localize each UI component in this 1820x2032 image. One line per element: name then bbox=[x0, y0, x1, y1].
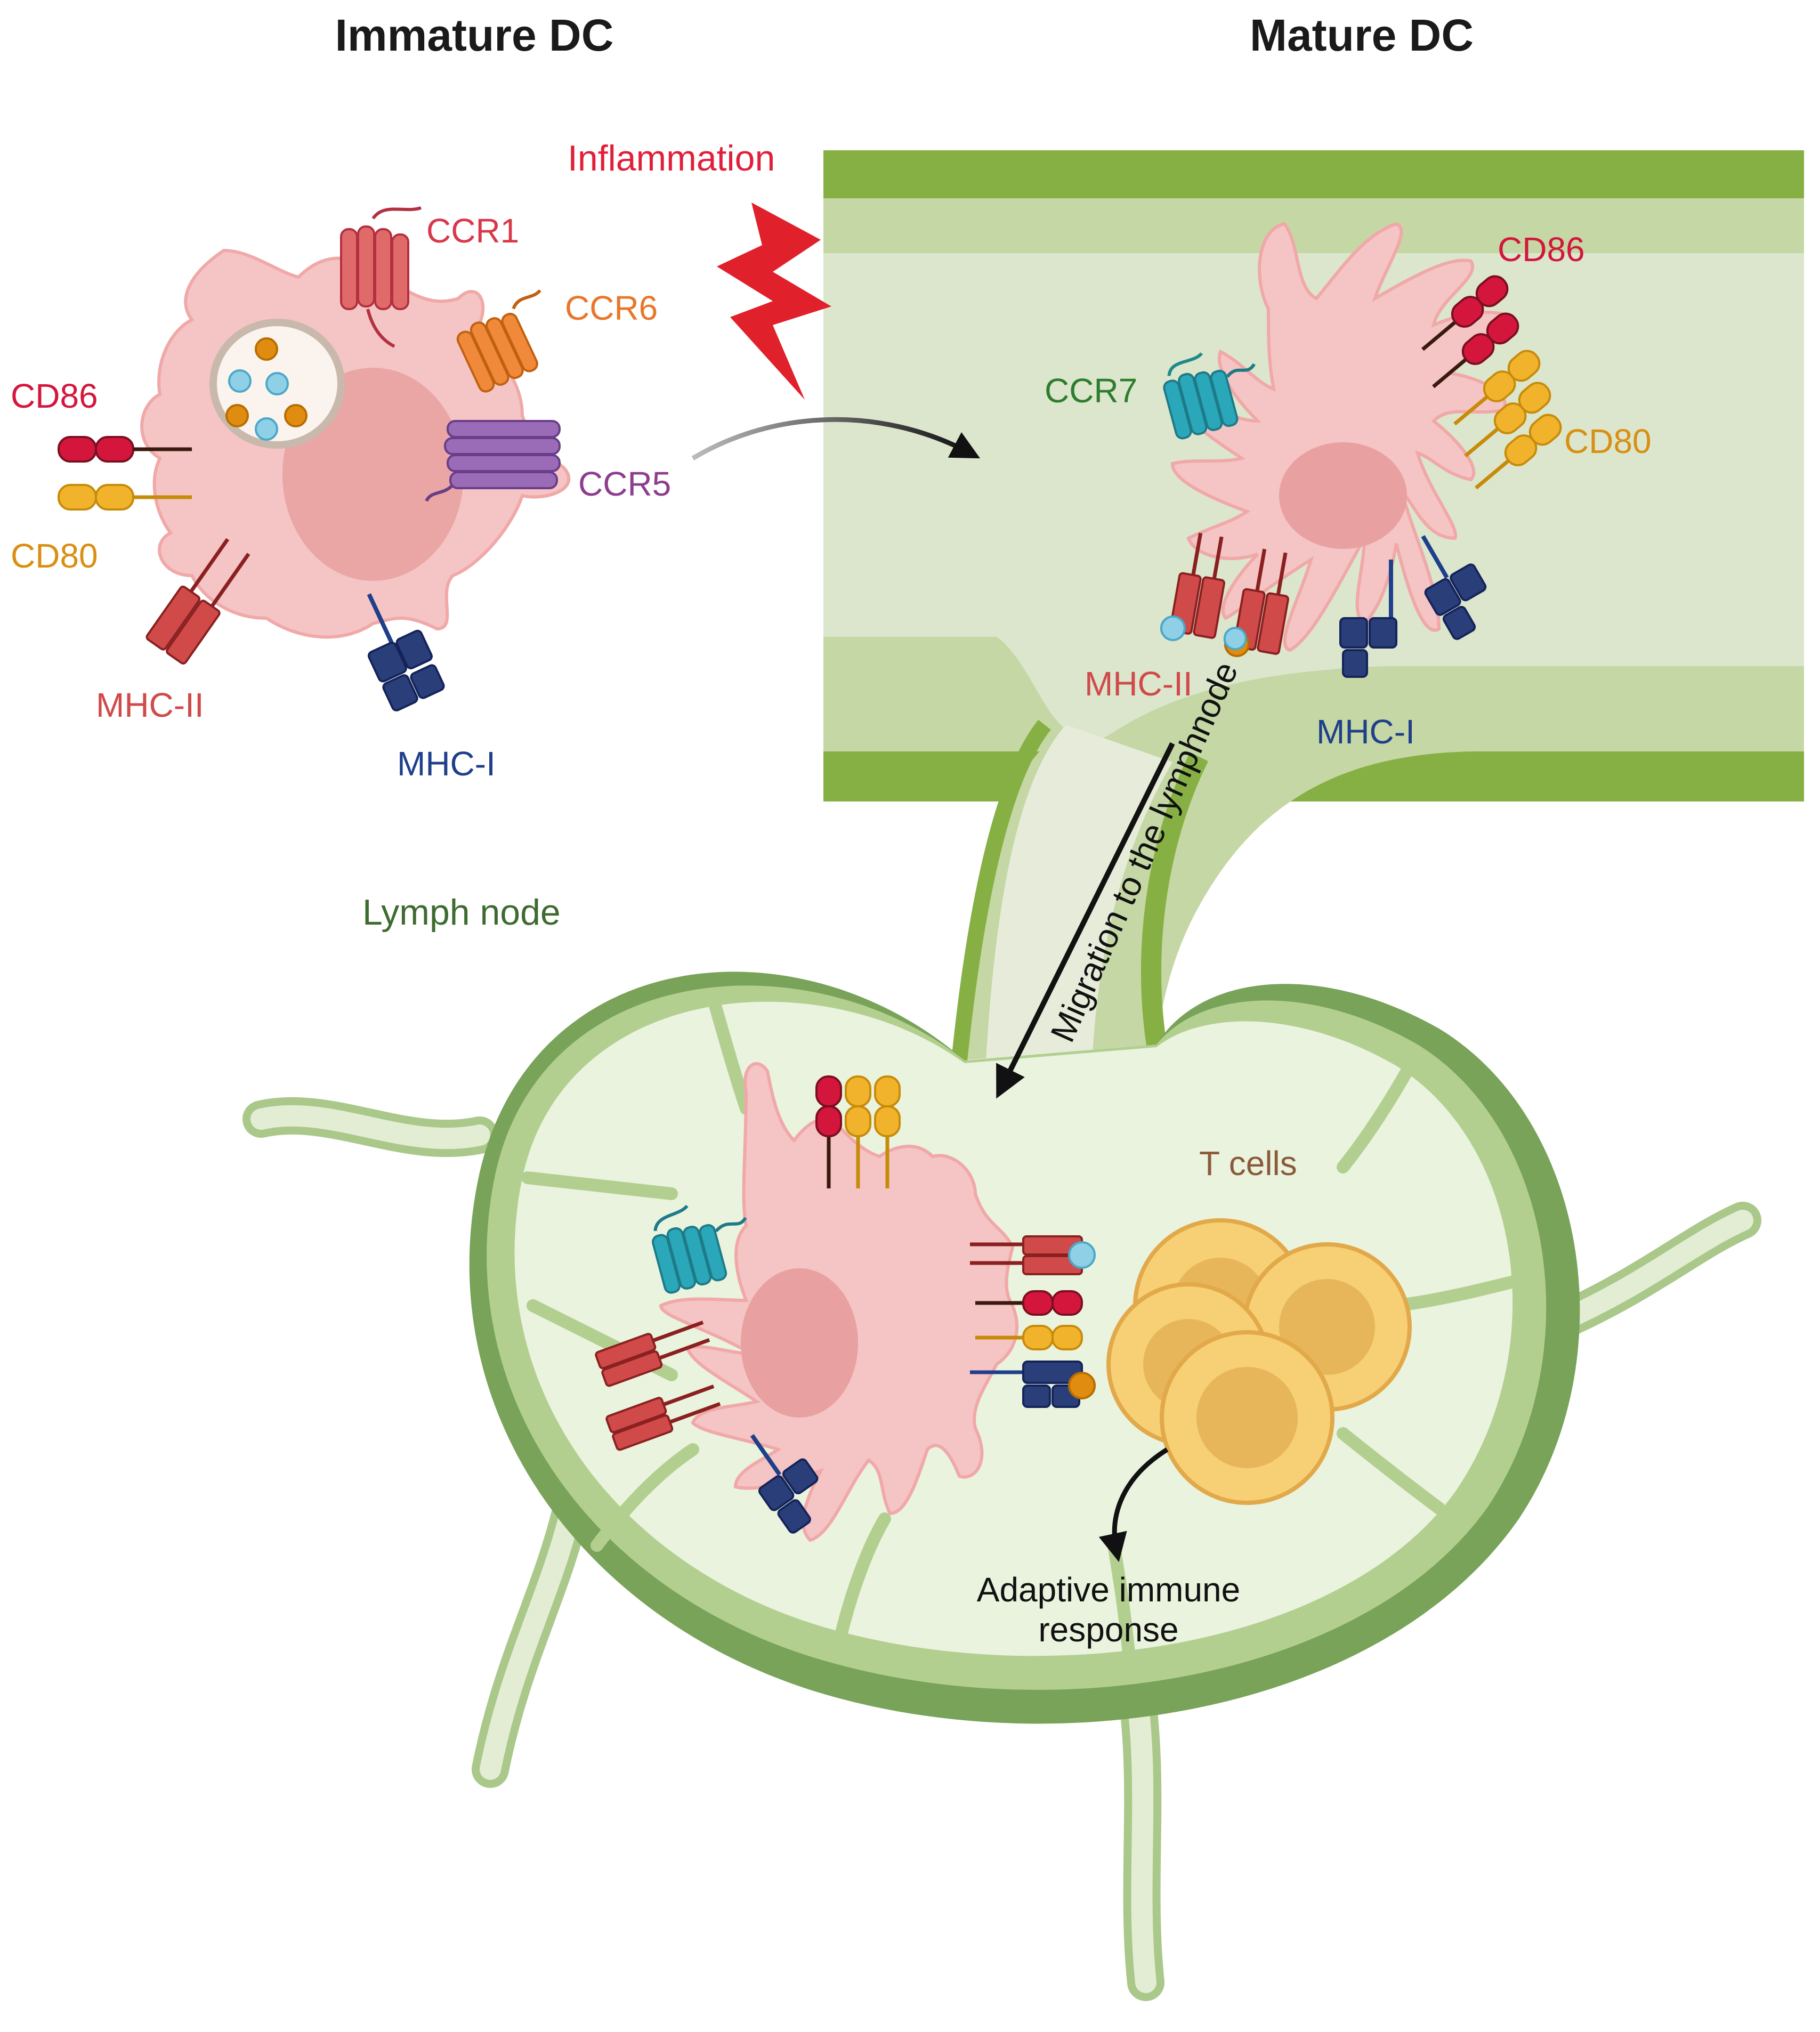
lymph-node-dendritic-cell bbox=[595, 1062, 1096, 1542]
label-mhc2-left: MHC-II bbox=[96, 686, 204, 724]
response-arrow bbox=[1098, 1447, 1169, 1563]
maturation-arrow bbox=[691, 417, 981, 460]
mature-nucleus bbox=[1279, 442, 1407, 549]
mhc1-left-receptor bbox=[367, 593, 445, 711]
label-ccr6: CCR6 bbox=[565, 289, 658, 327]
label-adaptive-line1: Adaptive immune bbox=[977, 1570, 1240, 1609]
lymph-node bbox=[242, 972, 1761, 2001]
ccr7-receptor bbox=[1163, 352, 1256, 440]
mhc2-left-receptor bbox=[145, 538, 250, 665]
migration-arrow bbox=[996, 742, 1175, 1099]
label-mhc1-right: MHC-I bbox=[1316, 713, 1415, 751]
ccr6-receptor bbox=[456, 289, 541, 393]
mhc1-right-receptors bbox=[1339, 535, 1487, 678]
label-t-cells: T cells bbox=[1199, 1144, 1297, 1183]
label-adaptive-line2: response bbox=[1038, 1610, 1178, 1649]
label-cd80-left: CD80 bbox=[11, 537, 98, 575]
title-mature-dc: Mature DC bbox=[1250, 10, 1474, 60]
inflammation-lightning-icon bbox=[717, 203, 831, 400]
label-cd80-right: CD80 bbox=[1564, 422, 1652, 460]
cd80-right-receptors bbox=[1453, 350, 1562, 490]
label-ccr5: CCR5 bbox=[578, 465, 671, 503]
cd86-right-receptors bbox=[1421, 275, 1519, 388]
label-inflammation: Inflammation bbox=[568, 138, 775, 179]
mature-dendritic-cell bbox=[1160, 222, 1562, 678]
label-cd86-left: CD86 bbox=[11, 377, 98, 415]
ccr5-receptor bbox=[425, 420, 561, 502]
label-ccr1: CCR1 bbox=[426, 212, 519, 250]
cd80-left-receptor bbox=[58, 484, 192, 511]
t-cells-cluster bbox=[1106, 1218, 1412, 1505]
title-immature-dc: Immature DC bbox=[335, 10, 614, 60]
label-mhc2-right: MHC-II bbox=[1085, 665, 1193, 703]
mhc2-right-receptors bbox=[1160, 532, 1289, 657]
label-lymph-node: Lymph node bbox=[362, 892, 561, 933]
ccr1-receptor bbox=[340, 206, 422, 348]
label-mhc1-left: MHC-I bbox=[397, 744, 496, 783]
label-cd86-right: CD86 bbox=[1498, 230, 1585, 269]
immature-dendritic-cell bbox=[58, 206, 571, 711]
label-ccr7: CCR7 bbox=[1045, 371, 1137, 410]
cd86-left-receptor bbox=[58, 436, 192, 463]
